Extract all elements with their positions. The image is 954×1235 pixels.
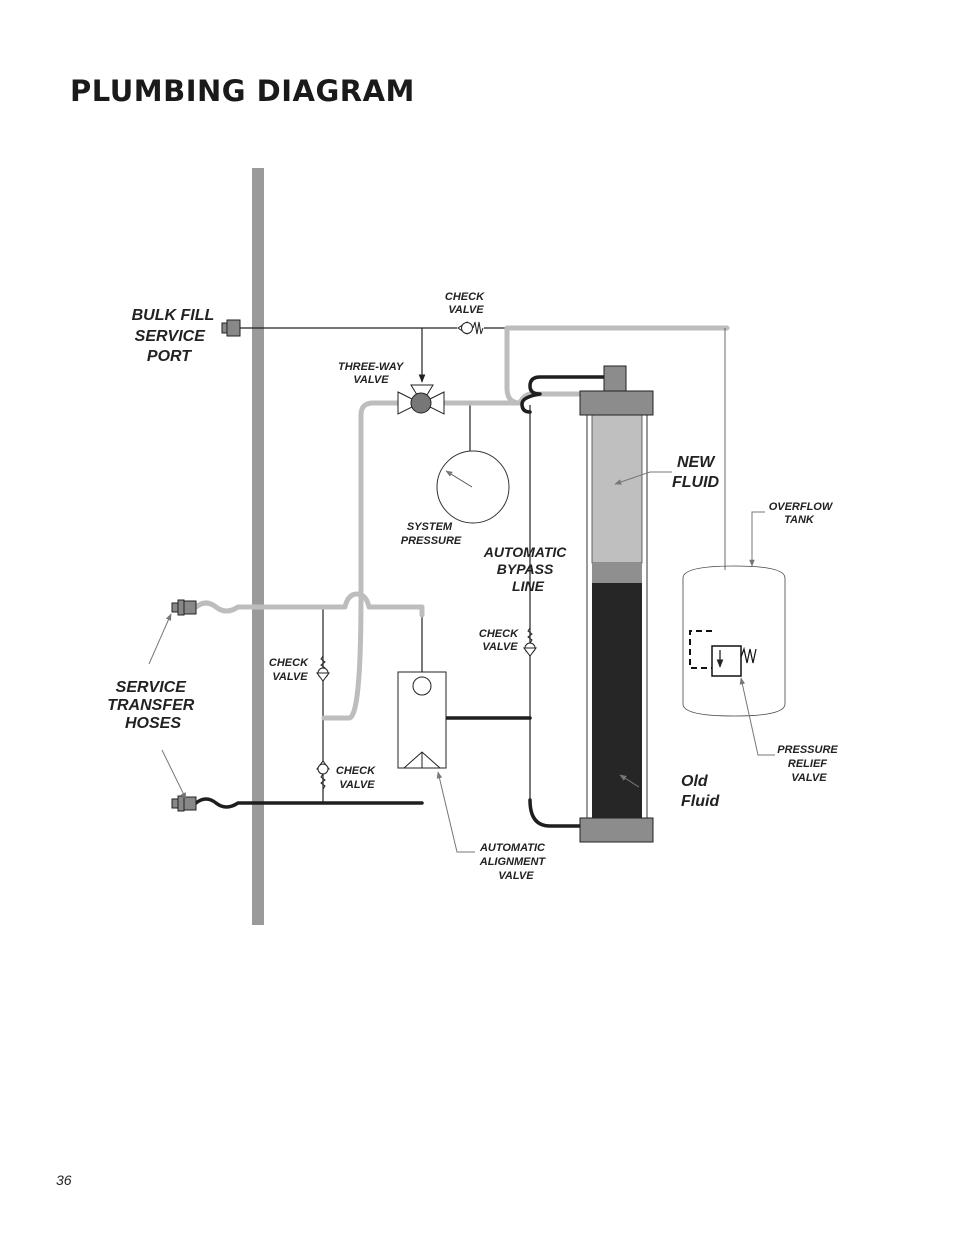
frame-post	[252, 168, 264, 925]
fluid-cylinder	[579, 365, 654, 843]
port-fittings	[171, 319, 241, 812]
check-valve-left-lower-label: CHECK VALVE	[336, 765, 378, 791]
pressure-relief-valve-symbol	[689, 630, 757, 677]
check-valve-left-lower-symbol	[316, 760, 330, 790]
three-way-valve-label: THREE-WAY VALVE	[338, 361, 406, 386]
old-fluid-label: Old Fluid	[681, 773, 720, 810]
system-pressure-label: SYSTEM PRESSURE	[401, 521, 462, 547]
leader-arrows	[148, 471, 775, 853]
new-fluid-region	[591, 413, 643, 564]
check-valve-left-upper-label: CHECK VALVE	[269, 657, 311, 683]
page-number: 36	[56, 1172, 72, 1188]
check-valve-top-label: CHECK VALVE	[445, 291, 487, 316]
page-title: PLUMBING DIAGRAM	[70, 74, 415, 108]
check-valve-top-symbol	[457, 321, 484, 335]
check-valve-bypass-label: CHECK VALVE	[479, 628, 521, 653]
service-transfer-hoses-label: SERVICE TRANSFER HOSES	[107, 679, 199, 732]
three-way-valve-symbol	[397, 384, 445, 415]
automatic-alignment-valve-label: AUTOMATIC ALIGNMENT VALVE	[479, 842, 548, 882]
old-fluid-region	[592, 583, 642, 818]
pressure-relief-valve-label: PRESSURE RELIEF VALVE	[777, 744, 841, 784]
automatic-bypass-line-label: AUTOMATIC BYPASS LINE	[483, 544, 571, 594]
new-fluid-label: NEW FLUID	[672, 454, 720, 491]
overflow-tank	[682, 328, 786, 717]
thin-supply-lines	[240, 327, 531, 804]
check-valve-bypass-symbol	[523, 627, 537, 657]
bulk-fill-service-port-label: BULK FILL SERVICE PORT	[132, 307, 219, 365]
overflow-tank-label: OVERFLOW TANK	[769, 501, 836, 526]
system-pressure-gauge	[436, 450, 510, 524]
automatic-alignment-valve-symbol	[397, 671, 447, 769]
check-valve-left-upper-symbol	[316, 655, 330, 682]
